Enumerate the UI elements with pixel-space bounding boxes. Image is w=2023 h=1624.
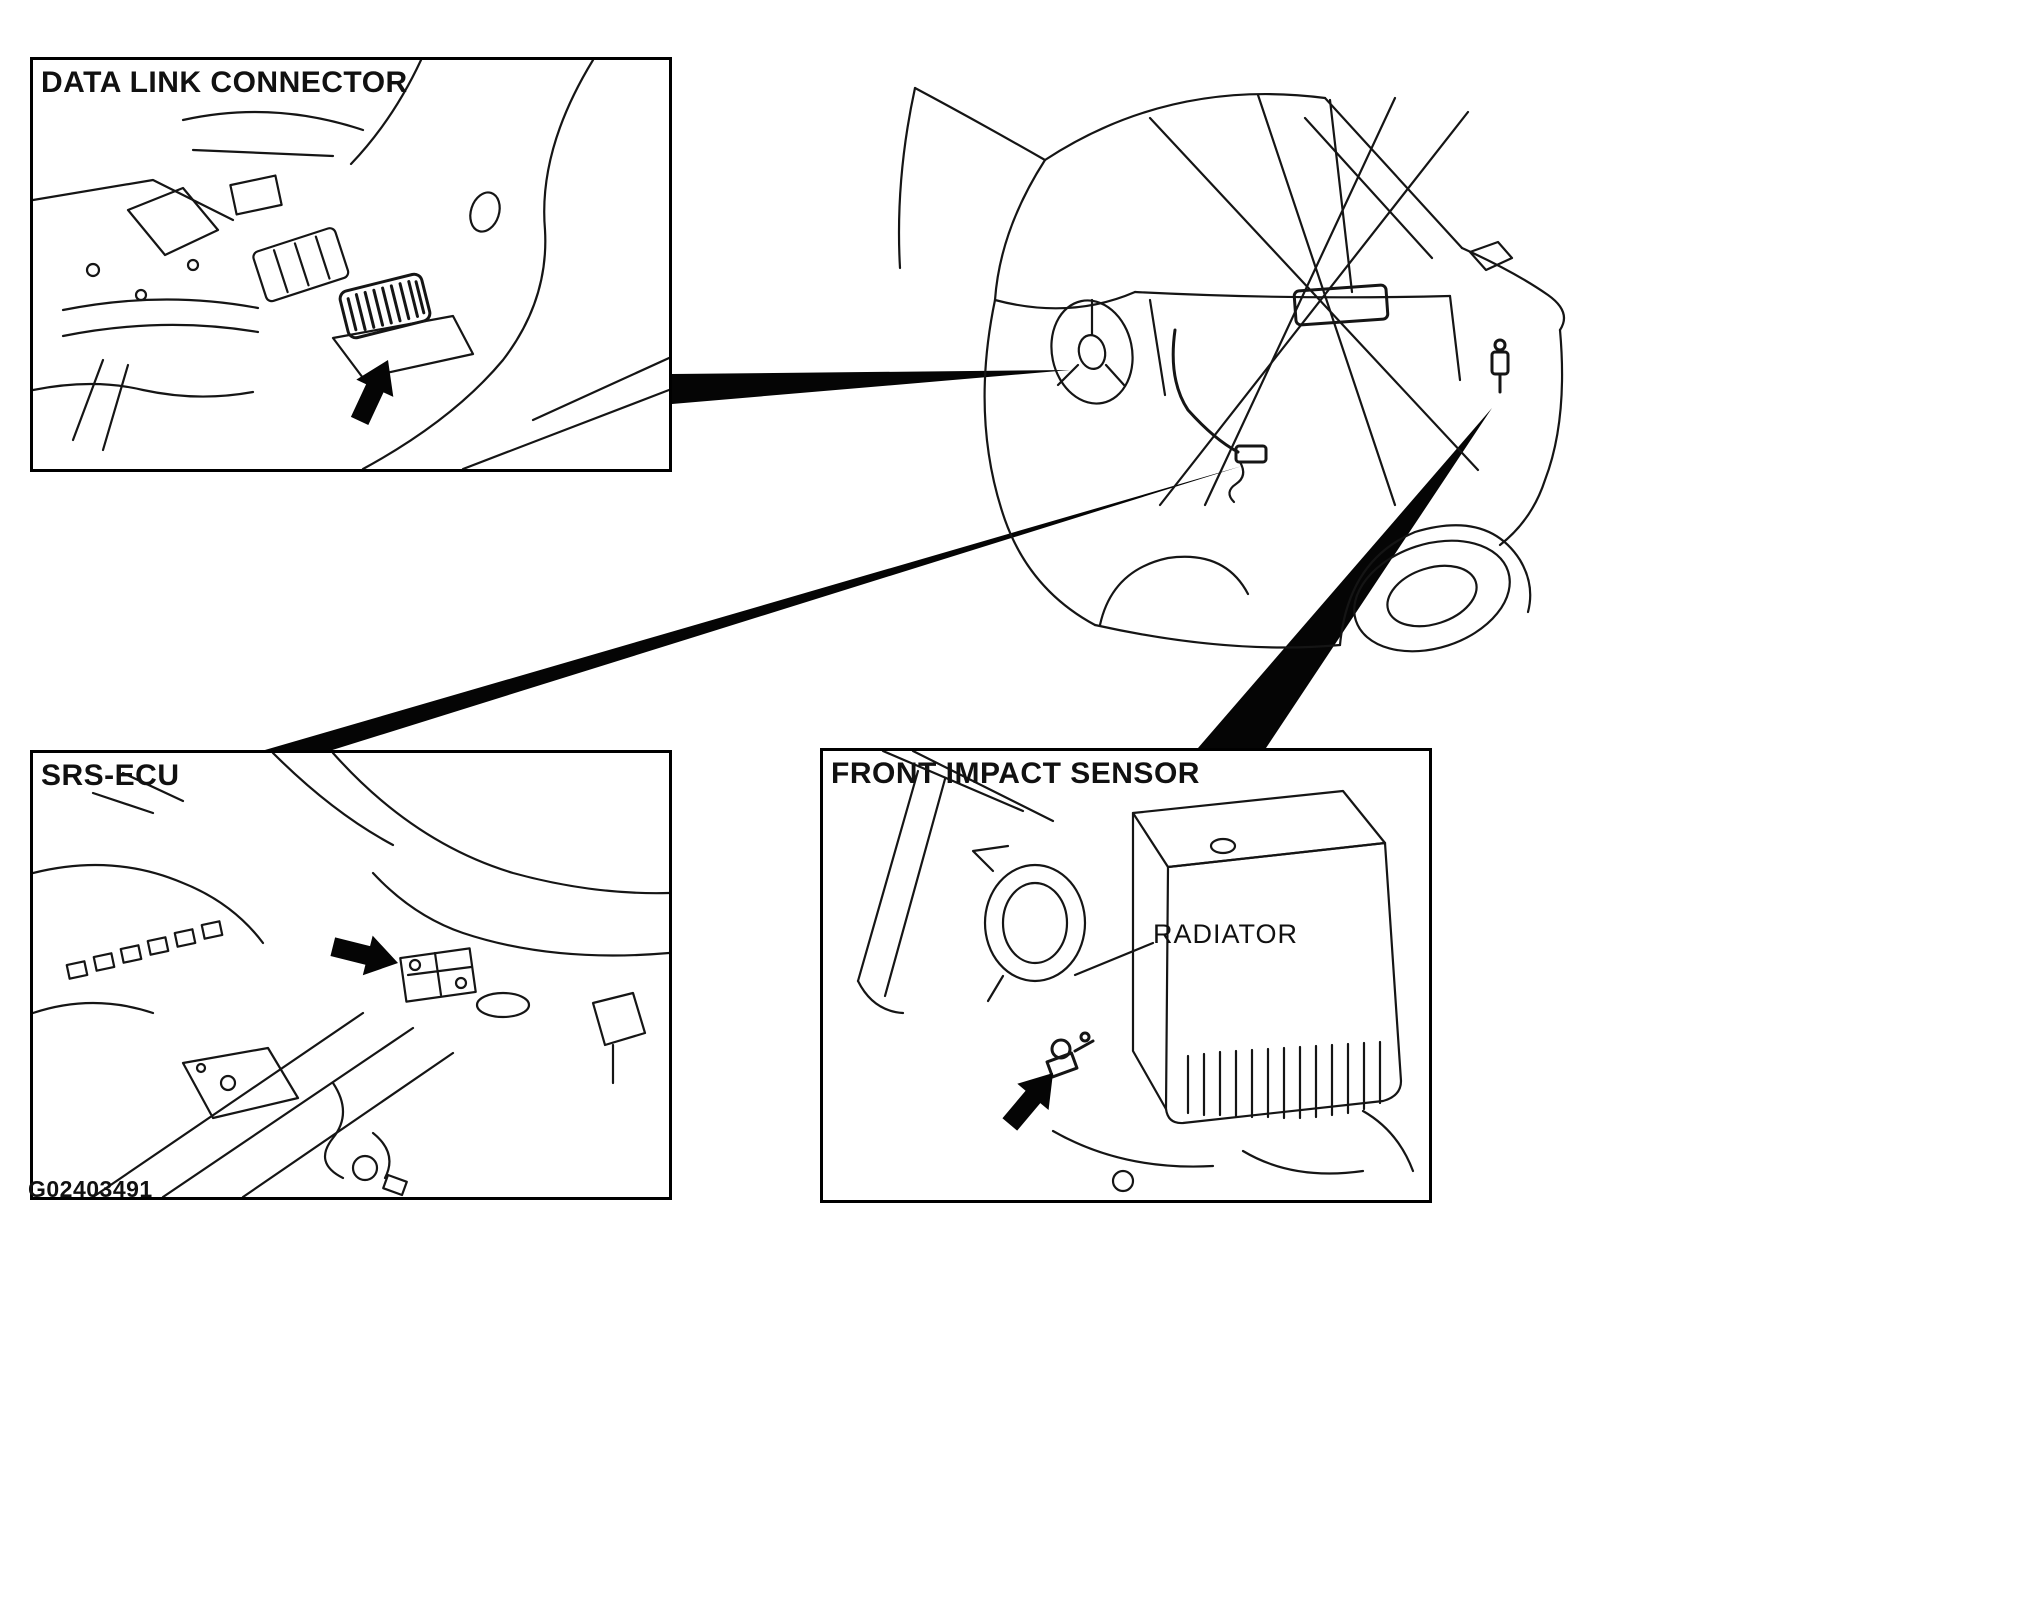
srs-ecu-part bbox=[399, 947, 531, 1019]
figure-id: G02403491 bbox=[28, 1176, 153, 1202]
steering-wheel bbox=[1050, 298, 1134, 405]
inset-title-data-link-connector: DATA LINK CONNECTOR bbox=[41, 66, 408, 99]
radiator-leader-line bbox=[1073, 941, 1155, 977]
side-mirror bbox=[1468, 240, 1514, 272]
inset-title-srs-ecu: SRS-ECU bbox=[41, 759, 180, 792]
leader-wedge-data-link-connector bbox=[672, 370, 1070, 404]
radiator-label: RADIATOR bbox=[1153, 919, 1299, 949]
radiator-part bbox=[1131, 789, 1403, 1125]
leader-wedge-srs-ecu bbox=[258, 466, 1242, 752]
wiring-harness bbox=[1171, 328, 1240, 454]
front-impact-sensor-part bbox=[1045, 1031, 1095, 1079]
leader-wedge-front-impact-sensor bbox=[1198, 408, 1492, 748]
srs-ecu-drawing bbox=[33, 753, 669, 1197]
car-body-outline bbox=[897, 86, 1566, 653]
inset-srs-ecu: SRS-ECU bbox=[30, 750, 672, 1200]
srs-ecu-location-marker bbox=[1234, 444, 1268, 464]
front-impact-sensor-location-marker bbox=[1490, 338, 1510, 394]
pointer-arrow-icon bbox=[330, 935, 398, 976]
junction-block bbox=[252, 227, 350, 303]
rear-wheel-arch bbox=[1098, 555, 1250, 627]
fan-shroud bbox=[983, 863, 1087, 983]
inset-front-impact-sensor: FRONT IMPACT SENSOR RADIATOR bbox=[820, 748, 1432, 1203]
pointer-arrow-icon bbox=[350, 360, 394, 425]
front-impact-sensor-drawing bbox=[856, 751, 1415, 1193]
inset-title-front-impact-sensor: FRONT IMPACT SENSOR bbox=[831, 757, 1200, 790]
data-link-connector-drawing bbox=[33, 60, 669, 469]
overhead-console bbox=[1292, 283, 1390, 327]
inset-data-link-connector: DATA LINK CONNECTOR bbox=[30, 57, 672, 472]
pointer-arrow-icon bbox=[1002, 1073, 1053, 1131]
front-wheel bbox=[1353, 539, 1511, 653]
data-link-connector-part bbox=[338, 272, 432, 340]
